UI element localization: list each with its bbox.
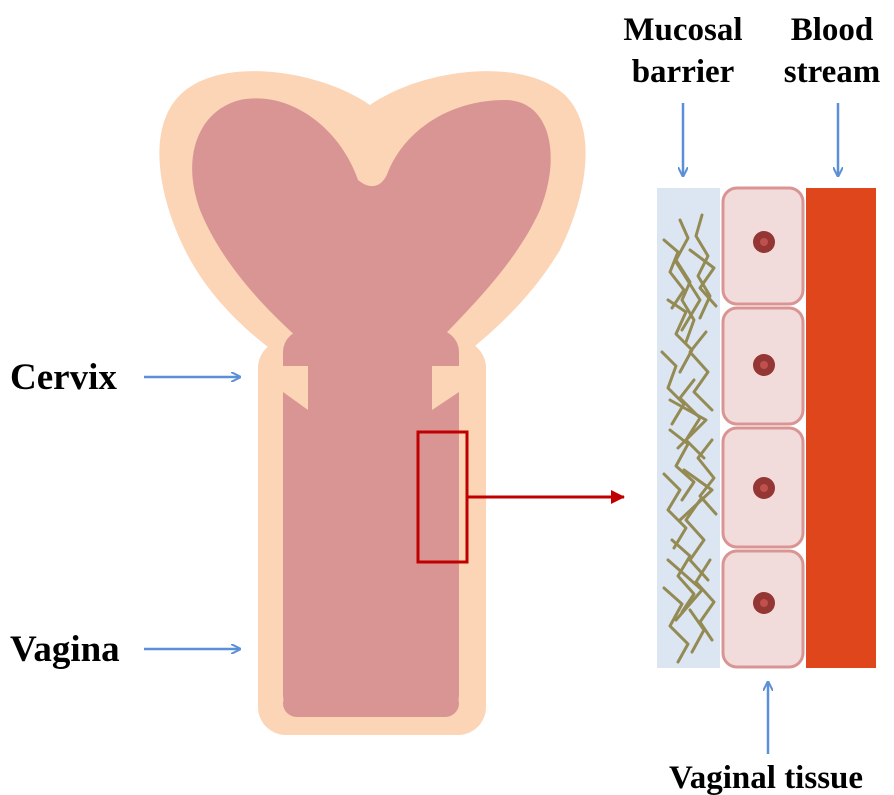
cell-nucleus-core: [760, 238, 768, 246]
vagina-label: Vagina: [10, 629, 120, 670]
cervix-label: Cervix: [10, 357, 117, 398]
mucosal-barrier-label-line1: Mucosal: [623, 12, 742, 48]
cell-nucleus-core: [760, 599, 768, 607]
organ-illustration: [159, 71, 585, 735]
epithelial-cells: [723, 188, 803, 667]
vaginal-tissue-label: Vaginal tissue: [669, 760, 863, 795]
tissue-zoom-panel: [657, 188, 876, 668]
mucosal-barrier-label-line2: barrier: [632, 54, 735, 90]
vagina-inner-bottom: [283, 690, 459, 717]
cell-nucleus-core: [760, 484, 768, 492]
cell-nucleus-core: [760, 361, 768, 369]
blood-stream-label-line1: Blood: [791, 12, 874, 48]
blood-stream-label-line2: stream: [784, 54, 881, 90]
blood-stream-layer: [806, 188, 876, 668]
